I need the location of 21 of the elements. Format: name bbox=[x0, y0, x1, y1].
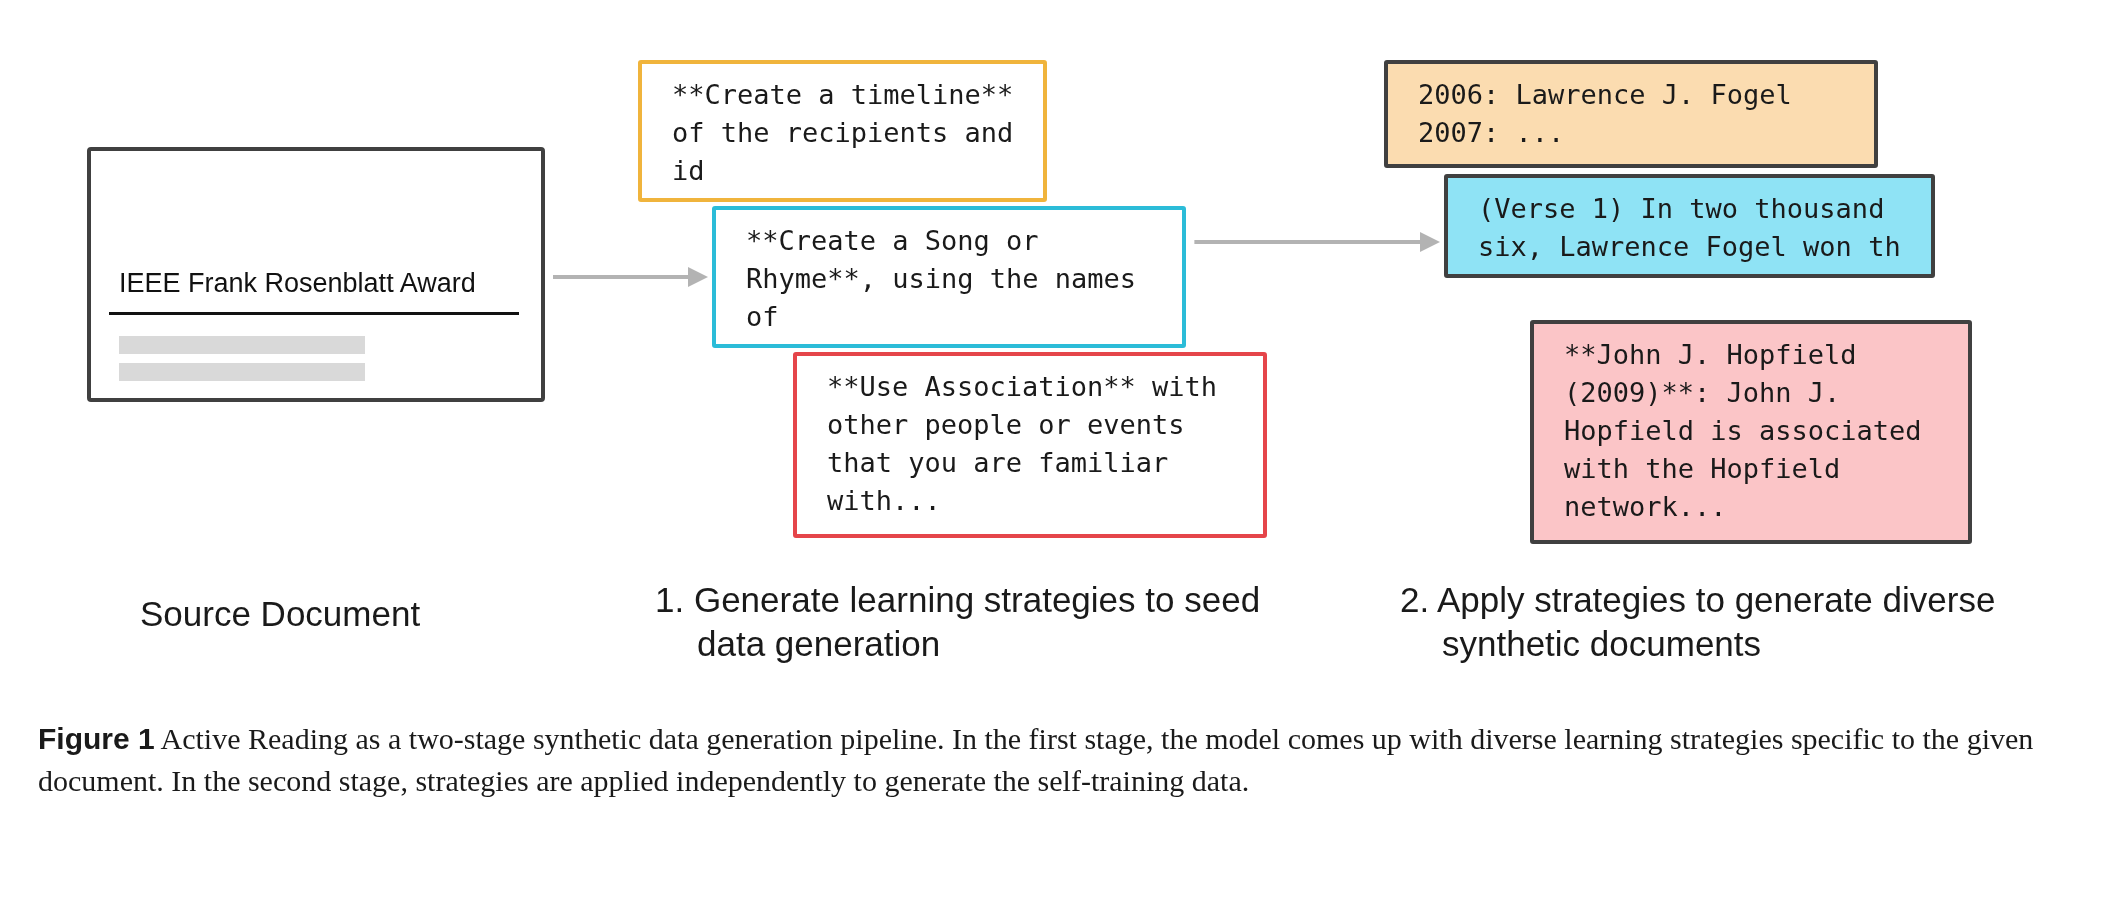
stage-label: 2. Apply strategies to generate diverse synthetic documents bbox=[1400, 579, 1997, 665]
card-text: 2006: Lawrence J. Fogel bbox=[1418, 78, 1793, 112]
strategy-card bbox=[638, 60, 1048, 202]
strategy-card bbox=[793, 352, 1268, 538]
card-text: **Use Association** with other people or events that you are familiar with... bbox=[827, 370, 1219, 518]
document-card bbox=[1444, 174, 1935, 278]
document-title: IEEE Frank Rosenblatt Award bbox=[119, 267, 476, 299]
document-card bbox=[1384, 60, 1878, 168]
arrow bbox=[553, 267, 708, 287]
card-text: **John J. Hopfield (2009)**: John J. Hopfield is associated with the Hopfield network... bbox=[1564, 338, 1923, 524]
document-card bbox=[1530, 320, 1972, 544]
card-text: **Create a timeline** of the recipients and id bbox=[672, 78, 1014, 188]
arrow bbox=[1194, 232, 1440, 252]
figure-caption: Figure 1 Active Reading as a two-stage synthetic data generation pipeline. In the first stage, the model comes up with diverse learning strategies specific to the given document. In the second stage, strategies are applied independently to generate the self-training data. bbox=[38, 721, 2035, 799]
document-card bbox=[87, 147, 545, 402]
stage-label: 1. Generate learning strategies to seed data generation bbox=[655, 579, 1262, 665]
stage-label: Source Document bbox=[140, 593, 422, 635]
card-text: 2007: ... bbox=[1418, 116, 1566, 150]
strategy-card bbox=[712, 206, 1187, 348]
card-text: **Create a Song or Rhyme**, using the names of bbox=[746, 224, 1138, 334]
card-text: (Verse 1) In two thousand six, Lawrence Fogel won th bbox=[1478, 192, 1901, 264]
